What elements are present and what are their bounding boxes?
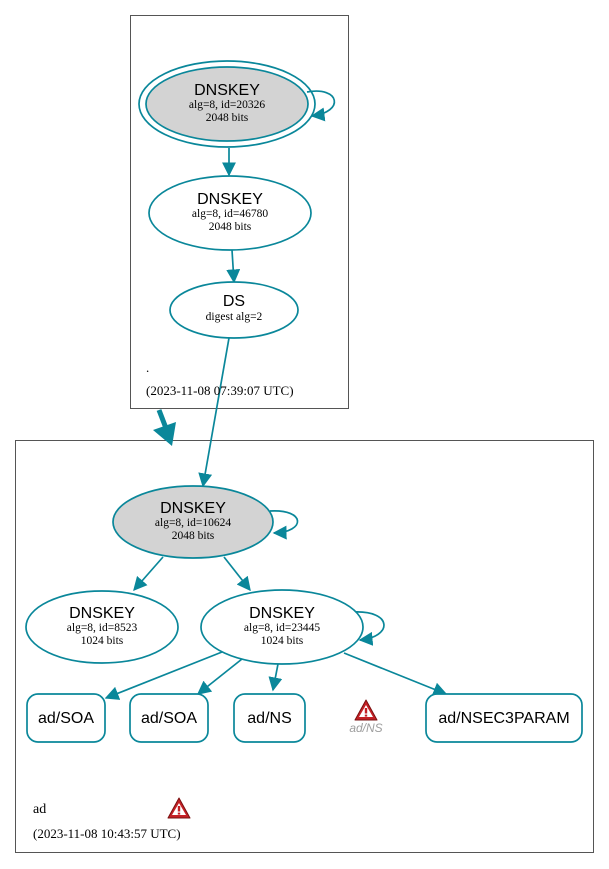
edge-23445-self bbox=[352, 611, 385, 646]
ad-ksk-line2: 2048 bits bbox=[172, 530, 215, 542]
ad-key-23445-node[interactable]: DNSKEY alg=8, id=23445 1024 bits bbox=[200, 589, 364, 665]
ad-key-23445-line2: 1024 bits bbox=[261, 635, 304, 647]
root-zsk-line1: alg=8, id=46780 bbox=[192, 208, 268, 220]
root-zsk-node[interactable]: DNSKEY alg=8, id=46780 2048 bits bbox=[148, 175, 312, 251]
root-zsk-title: DNSKEY bbox=[197, 191, 263, 208]
root-zsk-line2: 2048 bits bbox=[209, 221, 252, 233]
delegation-arrow-head bbox=[153, 422, 176, 446]
rrset-soa-2-label: ad/SOA bbox=[141, 710, 197, 727]
root-ksk-title: DNSKEY bbox=[194, 82, 260, 99]
root-ds-node[interactable]: DS digest alg=2 bbox=[169, 281, 299, 339]
edge-23445-to-soa2 bbox=[196, 658, 243, 695]
ns-warning-node[interactable]: ad/NS bbox=[349, 699, 383, 735]
rrset-nsec3param-label: ad/NSEC3PARAM bbox=[438, 710, 569, 727]
ad-key-8523-title: DNSKEY bbox=[69, 605, 135, 622]
rrset-nsec3param[interactable]: ad/NSEC3PARAM bbox=[425, 693, 583, 743]
ad-ksk-title: DNSKEY bbox=[160, 500, 226, 517]
rrset-ns-label: ad/NS bbox=[247, 710, 291, 727]
ad-key-8523-node[interactable]: DNSKEY alg=8, id=8523 1024 bits bbox=[25, 590, 179, 664]
root-zone-box bbox=[130, 15, 349, 409]
edge-ad-ksk-to-8523 bbox=[133, 556, 164, 592]
edge-23445-to-ns bbox=[268, 663, 283, 692]
root-ds-title: DS bbox=[223, 293, 245, 310]
edges bbox=[104, 90, 448, 700]
ad-zone-name: ad bbox=[33, 802, 46, 817]
root-ksk-line2: 2048 bits bbox=[206, 112, 249, 124]
ad-key-8523-line2: 1024 bits bbox=[81, 635, 124, 647]
edge-23445-to-nsec3param bbox=[343, 652, 448, 696]
root-ksk-node[interactable]: DNSKEY alg=8, id=20326 2048 bits bbox=[138, 60, 316, 148]
rrset-soa-2[interactable]: ad/SOA bbox=[129, 693, 209, 743]
edge-ds-to-ad-ksk bbox=[198, 337, 230, 488]
edge-root-zsk-to-ds bbox=[226, 249, 241, 284]
root-zone-name: . bbox=[146, 360, 149, 375]
root-ksk-line1: alg=8, id=20326 bbox=[189, 99, 265, 111]
ad-zone-box bbox=[15, 440, 594, 853]
ad-ksk-line1: alg=8, id=10624 bbox=[155, 517, 231, 529]
ad-zone-timestamp: (2023-11-08 10:43:57 UTC) bbox=[33, 826, 181, 841]
warning-triangle-icon bbox=[354, 699, 378, 721]
ns-warning-label: ad/NS bbox=[349, 721, 382, 735]
rrset-soa-1[interactable]: ad/SOA bbox=[26, 693, 106, 743]
rrset-ns[interactable]: ad/NS bbox=[233, 693, 306, 743]
ad-key-23445-title: DNSKEY bbox=[249, 605, 315, 622]
zone-warning-icon bbox=[167, 797, 191, 819]
root-zone-timestamp: (2023-11-08 07:39:07 UTC) bbox=[146, 383, 294, 398]
rrset-soa-1-label: ad/SOA bbox=[38, 710, 94, 727]
edge-ad-ksk-self bbox=[269, 510, 299, 540]
ad-key-8523-line1: alg=8, id=8523 bbox=[67, 622, 138, 634]
root-ds-line1: digest alg=2 bbox=[206, 311, 263, 323]
ad-key-23445-line1: alg=8, id=23445 bbox=[244, 622, 320, 634]
edge-23445-to-soa1 bbox=[104, 651, 223, 700]
edge-ad-ksk-to-23445 bbox=[223, 556, 251, 592]
ad-ksk-node[interactable]: DNSKEY alg=8, id=10624 2048 bits bbox=[112, 485, 274, 559]
edge-root-ksk-self bbox=[306, 90, 336, 122]
